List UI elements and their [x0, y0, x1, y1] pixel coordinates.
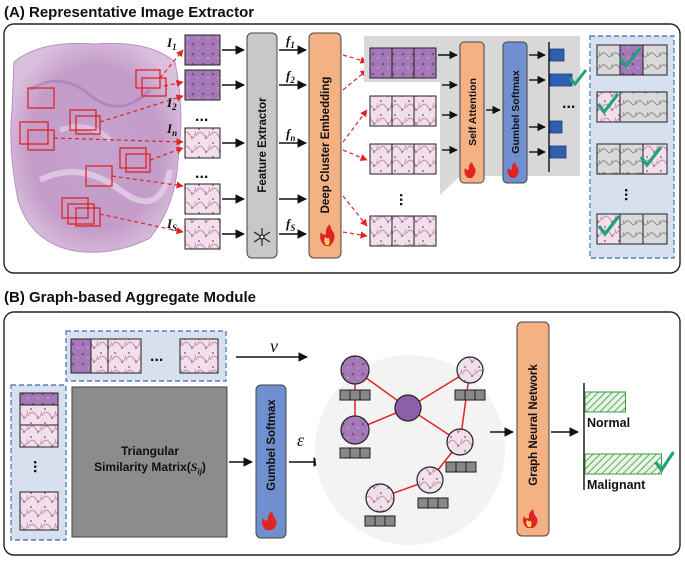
flame-icon: [523, 509, 538, 528]
feature-extractor-label: Feature Extractor: [257, 97, 269, 193]
bars-ellipsis: ...: [562, 95, 575, 112]
matrix-line2: Similarity Matrix(Sij): [94, 460, 206, 476]
svg-text:f2: f2: [286, 68, 295, 85]
feature-arrows: [279, 45, 307, 239]
instance-ellipsis-2: ...: [195, 165, 208, 182]
attention-in-arrows: [438, 50, 458, 155]
left-patches: ...: [19, 392, 59, 531]
self-attention-block: [459, 41, 485, 184]
svg-text:I1: I1: [166, 35, 177, 52]
section-a-frame: [3, 23, 681, 274]
deep-cluster-block: [308, 32, 342, 259]
cluster-ellipsis: ...: [396, 193, 413, 206]
feature-extractor-block: [246, 32, 278, 259]
cluster-strip-3: [369, 143, 437, 175]
arrows-to-extractor: [222, 45, 245, 239]
similarity-matrix: [71, 386, 228, 538]
snowflake-icon: [253, 228, 271, 246]
svg-text:IS: IS: [166, 216, 177, 233]
top-patches-ellipsis: ...: [150, 348, 163, 365]
cluster-arrows: [342, 54, 368, 239]
cluster-strip-2: [369, 95, 437, 127]
instance-labels: I1 I2 In IS: [166, 35, 177, 233]
gumbel-softmax-a-label: Gumbel Softmax: [510, 70, 522, 154]
whole-slide-image: [10, 42, 182, 253]
cluster-strip-1: [369, 47, 437, 79]
instance-patch-1: [184, 34, 221, 66]
top-patches: ...: [70, 338, 219, 374]
gumbel-softmax-a-block: [502, 41, 528, 184]
matrix-line1: Triangular: [121, 444, 179, 458]
flame-icon: [262, 511, 277, 530]
cluster-strips: ...: [369, 47, 437, 247]
check-icon: [597, 215, 621, 237]
check-icon: [618, 47, 642, 69]
svg-text:fn: fn: [286, 126, 295, 143]
output-label-malignant: Malignant: [587, 478, 646, 492]
output-bar-normal: [584, 391, 626, 413]
gnn-label: Graph Neural Network: [528, 364, 540, 486]
instance-patch-extra: [184, 183, 221, 215]
deep-cluster-label: Deep Cluster Embedding: [320, 77, 332, 214]
output-bar-malignant: [584, 453, 662, 475]
flame-icon: [464, 162, 476, 178]
sampling-arrows: [53, 49, 184, 235]
check-icon: [568, 69, 588, 87]
output-label-normal: Normal: [587, 416, 630, 430]
selection-bars: [549, 48, 573, 159]
graph-nodes: [340, 355, 484, 513]
gumbel-softmax-b-label: Gumbel Softmax: [266, 399, 278, 491]
representative-strip-4: [596, 213, 668, 245]
left-patches-ellipsis: ...: [30, 460, 47, 473]
section-a-title: (A) Representative Image Extractor: [4, 4, 254, 21]
svg-text:fS: fS: [286, 216, 295, 233]
instance-patches: ... ...: [184, 34, 221, 250]
gumbel-softmax-b-block: [255, 384, 287, 539]
cluster-strip-4: [369, 215, 437, 247]
representative-strip-1: [596, 44, 668, 76]
gnn-block: [516, 321, 550, 537]
flame-icon: [320, 224, 335, 246]
section-b-title: (B) Graph-based Aggregate Module: [4, 289, 256, 306]
representative-strip-2: [596, 91, 668, 123]
v-symbol: v: [270, 336, 278, 356]
check-icon: [654, 451, 675, 473]
e-symbol: ε: [297, 430, 305, 450]
self-attention-label: Self Attention: [467, 78, 479, 146]
svg-text:f1: f1: [286, 33, 295, 50]
flame-icon: [507, 162, 519, 178]
check-icon: [639, 146, 663, 168]
instance-ellipsis-1: ...: [195, 108, 208, 125]
check-icon: [596, 93, 620, 115]
instance-patch-2: [184, 69, 221, 101]
representative-strip-3: [596, 143, 668, 175]
feature-labels: f1 f2 fn fS: [286, 33, 295, 233]
instance-patch-n: [184, 127, 221, 159]
svg-text:In: In: [166, 121, 177, 138]
section-b-frame: [3, 311, 681, 556]
representative-strips: ...: [596, 44, 668, 245]
instance-patch-s: [184, 218, 221, 250]
gumbel-out-arrows: [529, 50, 546, 157]
svg-text:I2: I2: [166, 95, 177, 112]
node-feature-vectors: [339, 389, 486, 527]
representative-ellipsis: ...: [621, 188, 638, 201]
graph: [315, 355, 505, 545]
